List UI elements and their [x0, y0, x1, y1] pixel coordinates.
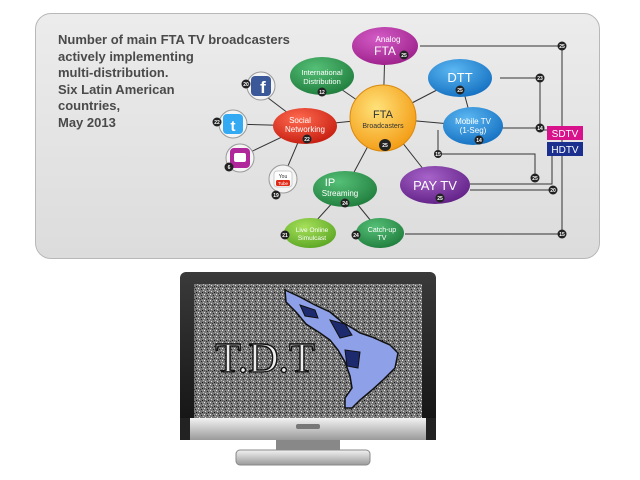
youtube-icon: You Tube 19 [268, 164, 298, 200]
svg-text:You: You [279, 174, 288, 180]
output-count-4: 25 [532, 176, 538, 182]
analog-label-1: Analog [376, 35, 401, 44]
facebook-icon: f 20 [241, 71, 276, 101]
pay-label: PAY TV [413, 178, 457, 193]
mobile-label-2: (1-Seg) [460, 126, 487, 135]
tdt-screen-text: T.D.T [215, 336, 315, 382]
social-label-1: Social [289, 116, 311, 125]
intl-label-2: Distribution [303, 77, 341, 86]
headline-line-6: May 2013 [58, 114, 116, 130]
youtube-count: 19 [273, 193, 279, 199]
twitter-count: 22 [214, 120, 220, 126]
catchup-label-2: TV [378, 235, 387, 242]
analog-count: 25 [401, 53, 407, 59]
social-networking-node: Social Networking 22 [273, 108, 337, 144]
tv-stand [235, 440, 371, 466]
output-counts: 25 23 14 25 20 15 15 [434, 41, 567, 239]
svg-text:Tube: Tube [278, 181, 289, 186]
hub-label-1: FTA [373, 109, 394, 121]
intl-count: 12 [319, 90, 325, 96]
live-label-1: Live Online [296, 227, 329, 234]
dtt-node: DTT 25 [428, 59, 492, 97]
ustream-icon: 6 [224, 143, 255, 173]
output-count-5: 20 [550, 188, 556, 194]
mobile-tv-node: Mobile TV (1-Seg) 14 [443, 107, 503, 145]
international-node: International Distribution 12 [290, 57, 354, 97]
ip-label-1: IP [325, 177, 335, 189]
catchup-label-1: Catch-up [368, 227, 397, 234]
analog-fta-node: Analog FTA 25 [352, 27, 418, 65]
hdtv-label: HDTV [551, 145, 579, 156]
dtt-label: DTT [447, 70, 472, 85]
facebook-count: 20 [243, 82, 249, 88]
diagram-headline: Number of main FTA TV broadcasters activ… [58, 32, 298, 131]
ip-label-2: Streaming [322, 189, 358, 198]
ip-count: 24 [342, 201, 348, 207]
pay-link-count: 15 [435, 152, 441, 158]
ustream-count: 6 [228, 165, 231, 171]
headline-line-4: Six Latin American [58, 81, 175, 97]
ip-streaming-node: IP Streaming 24 [313, 171, 377, 208]
intl-label-1: International [301, 68, 343, 77]
catchup-tv-node: Catch-up TV 24 [351, 218, 404, 248]
headline-line-2: actively implementing [58, 48, 194, 64]
dtt-count: 25 [457, 88, 463, 94]
mobile-label-1: Mobile TV [455, 117, 492, 126]
output-count-6: 15 [559, 232, 565, 238]
output-count-2: 23 [537, 76, 543, 82]
social-count: 22 [304, 137, 310, 143]
live-label-2: Simulcast [298, 235, 326, 242]
mobile-count: 14 [476, 138, 482, 144]
hub-count: 25 [382, 143, 388, 149]
live-simulcast-node: Live Online Simulcast 21 [280, 218, 336, 248]
svg-text:f: f [260, 78, 266, 97]
catchup-count: 24 [353, 233, 359, 239]
pay-tv-node: PAY TV 25 [400, 166, 470, 204]
headline-line-5: countries, [58, 98, 121, 113]
sdtv-hdtv-box: SDTV HDTV [547, 126, 583, 156]
headline-line-3: multi-distribution. [58, 65, 169, 80]
svg-text:t: t [231, 118, 236, 135]
analog-label-2: FTA [374, 44, 396, 58]
pay-count: 25 [437, 196, 443, 202]
output-count-1: 25 [559, 44, 565, 50]
sdtv-label: SDTV [552, 129, 579, 140]
social-label-2: Networking [285, 125, 325, 134]
hub-label-2: Broadcasters [362, 123, 404, 130]
headline-line-1: Number of main FTA TV broadcasters [58, 32, 290, 47]
hub-node: FTA Broadcasters 25 [349, 84, 417, 152]
live-count: 21 [282, 233, 288, 239]
twitter-icon: t 22 [212, 109, 248, 139]
tv-body: T.D.T [180, 272, 436, 440]
output-count-3: 14 [537, 126, 543, 132]
